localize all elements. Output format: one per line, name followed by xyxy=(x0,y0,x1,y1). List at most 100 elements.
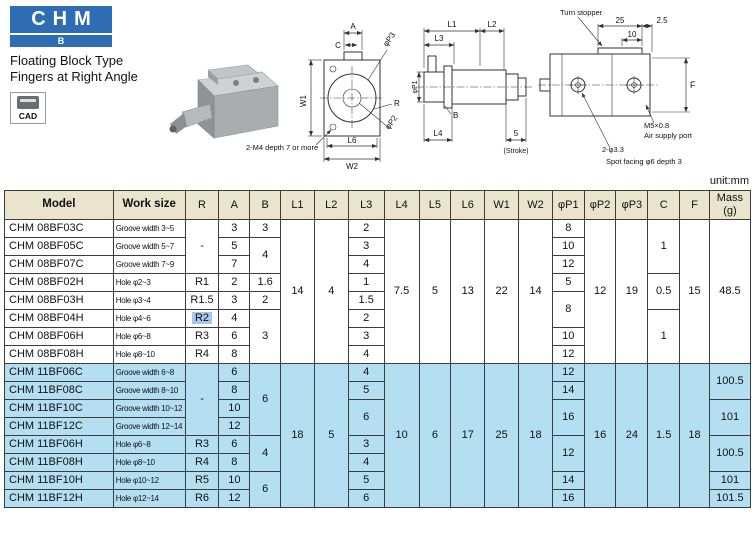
value-cell: 6 xyxy=(347,489,385,508)
value-cell: 5 xyxy=(347,471,385,490)
value-cell: 0.5 xyxy=(647,273,681,310)
value-cell: 5 xyxy=(418,219,452,364)
thread-note: M5×0.8 xyxy=(644,121,669,130)
dim-b-label: B xyxy=(453,111,458,120)
value-cell: 18 xyxy=(280,363,315,508)
value-cell: 12 xyxy=(218,489,251,508)
value-cell: 4 xyxy=(347,453,385,472)
value-cell: 12 xyxy=(583,219,617,364)
selected-value: R2 xyxy=(191,312,213,324)
work-size-cell: Hole φ2~3 xyxy=(112,273,186,292)
dim-l1-label: L1 xyxy=(448,20,457,29)
spot-facing-note: Spot facing φ6 depth 3 xyxy=(606,157,682,166)
value-cell: 8 xyxy=(218,345,251,364)
model-cell: CHM 11BF06C xyxy=(4,363,114,382)
value-cell: 100.5 xyxy=(708,363,752,400)
front-view-drawing: A C W1 φP3 R φP2 L6 W2 2-M4 depth 7 or m… xyxy=(246,22,400,171)
work-size-cell: Hole φ10~12 xyxy=(112,471,186,490)
model-cell: CHM 11BF08C xyxy=(4,381,114,400)
value-cell: 3 xyxy=(347,435,385,454)
value-cell: 101 xyxy=(708,399,752,436)
column-header-c: C xyxy=(647,190,681,220)
value-cell: 2 xyxy=(347,219,385,238)
value-cell: 1 xyxy=(647,309,681,364)
cad-icon xyxy=(17,96,39,109)
turn-stopper-note: Turn stopper xyxy=(560,8,603,17)
model-cell: CHM 08BF07C xyxy=(4,255,114,274)
value-cell: 1 xyxy=(347,273,385,292)
dim-c-label: C xyxy=(335,41,341,50)
value-cell: 7.5 xyxy=(383,219,420,364)
work-size-cell: Groove width 3~5 xyxy=(112,219,186,238)
value-cell: 101 xyxy=(708,471,752,490)
value-cell: 10 xyxy=(218,471,251,490)
model-cell: CHM 08BF06H xyxy=(4,327,114,346)
title-line-2: Fingers at Right Angle xyxy=(10,69,138,85)
column-header-w2: W2 xyxy=(518,190,553,220)
value-cell: 17 xyxy=(450,363,486,508)
work-size-cell: Hole φ12~14 xyxy=(112,489,186,508)
unit-label: unit:mm xyxy=(709,175,749,187)
work-size-cell: Hole φ4~6 xyxy=(112,309,186,328)
value-cell: 3 xyxy=(249,309,282,364)
value-cell: 100.5 xyxy=(708,435,752,472)
cad-label: CAD xyxy=(18,111,38,121)
dim-25-label: 25 xyxy=(616,16,625,25)
value-cell: 8 xyxy=(551,291,585,328)
work-size-cell: Groove width 8~10 xyxy=(112,381,186,400)
value-cell: 4 xyxy=(249,237,282,274)
value-cell: R2 xyxy=(184,309,220,328)
value-cell: 5 xyxy=(551,273,585,292)
value-cell: R6 xyxy=(184,489,220,508)
model-cell: CHM 08BF05C xyxy=(4,237,114,256)
value-cell: 10 xyxy=(551,237,585,256)
value-cell: R5 xyxy=(184,471,220,490)
value-cell: 5 xyxy=(347,381,385,400)
holes-note: 2-φ3.3 xyxy=(602,145,624,154)
value-cell: 4 xyxy=(313,219,349,364)
column-header-p2: φP2 xyxy=(583,190,617,220)
value-cell: 25 xyxy=(484,363,520,508)
value-cell: R1 xyxy=(184,273,220,292)
value-cell: 12 xyxy=(551,345,585,364)
cad-button[interactable]: CAD xyxy=(10,92,46,124)
value-cell: 101.5 xyxy=(708,489,752,508)
value-cell: 8 xyxy=(551,219,585,238)
stroke-dim-label: 5 xyxy=(514,129,519,138)
value-cell: 4 xyxy=(347,255,385,274)
model-cell: CHM 11BF12H xyxy=(4,489,114,508)
model-cell: CHM 11BF06H xyxy=(4,435,114,454)
value-cell: R1.5 xyxy=(184,291,220,310)
work-size-cell: Groove width 6~8 xyxy=(112,363,186,382)
column-header-l3: L3 xyxy=(347,190,385,220)
value-cell: 6 xyxy=(218,363,251,382)
value-cell: 8 xyxy=(218,381,251,400)
dim-p3-label: φP3 xyxy=(381,30,397,48)
model-cell: CHM 08BF03C xyxy=(4,219,114,238)
work-size-cell: Groove width 5~7 xyxy=(112,237,186,256)
work-size-cell: Hole φ8~10 xyxy=(112,453,186,472)
value-cell: 18 xyxy=(679,363,710,508)
model-cell: CHM 11BF10H xyxy=(4,471,114,490)
value-cell: 12 xyxy=(218,417,251,436)
value-cell: 18 xyxy=(518,363,553,508)
dim-l4-label: L4 xyxy=(434,129,443,138)
value-cell: 12 xyxy=(551,435,585,472)
dim-l2-label: L2 xyxy=(488,20,497,29)
value-cell: 1.5 xyxy=(647,363,681,508)
value-cell: 10 xyxy=(551,327,585,346)
column-header-l5: L5 xyxy=(418,190,452,220)
column-header-l6: L6 xyxy=(450,190,486,220)
dim-2-5-label: 2.5 xyxy=(656,16,668,25)
value-cell: 3 xyxy=(249,219,282,238)
value-cell: 15 xyxy=(679,219,710,364)
value-cell: 12 xyxy=(551,363,585,382)
value-cell: - xyxy=(184,219,220,274)
